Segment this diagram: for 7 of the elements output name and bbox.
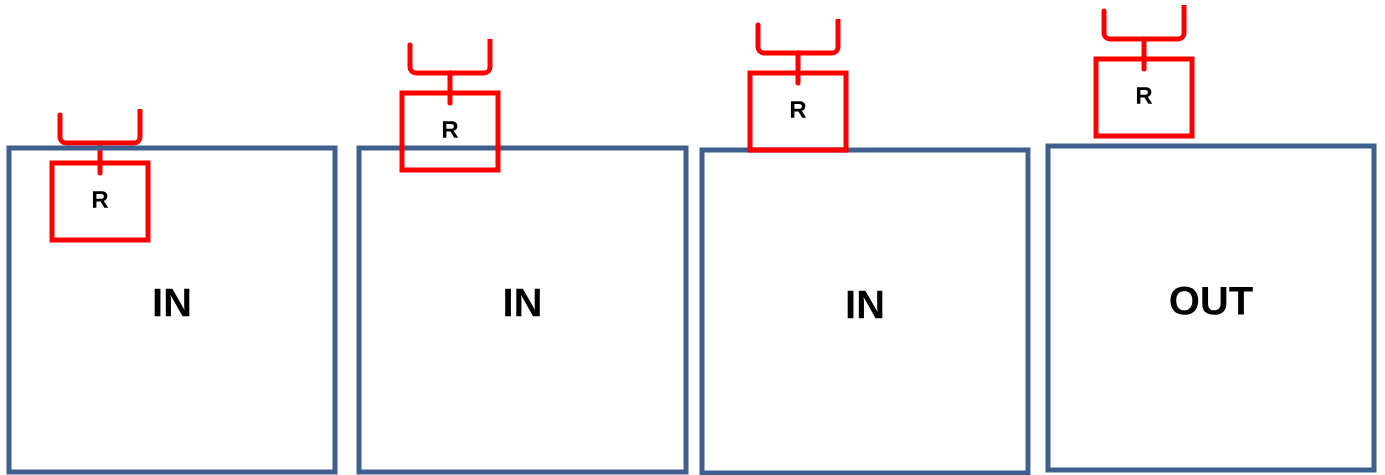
process-box: IN: [356, 145, 689, 475]
resistor-box: R: [1093, 56, 1195, 139]
resistor-box: R: [399, 90, 501, 173]
resistor-box: R: [49, 160, 151, 243]
process-box: IN: [699, 147, 1031, 475]
process-box: OUT: [1045, 143, 1377, 473]
resistor-box: R: [747, 70, 849, 153]
